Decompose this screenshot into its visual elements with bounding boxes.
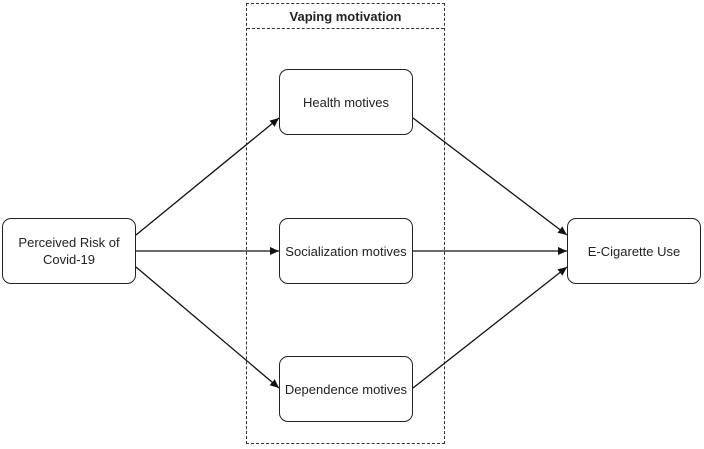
edge-dependence-ecig <box>412 266 568 389</box>
node-dependence-motives: Dependence motives <box>279 356 413 422</box>
node-perceived-risk: Perceived Risk of Covid-19 <box>2 218 136 284</box>
edge-health-ecig <box>412 117 568 236</box>
node-label: Socialization motives <box>285 243 407 259</box>
edge-risk-health <box>135 117 280 236</box>
node-socialization-motives: Socialization motives <box>279 218 413 284</box>
edge-risk-dependence <box>135 266 280 389</box>
group-title: Vaping motivation <box>247 4 444 29</box>
node-label: E-Cigarette Use <box>587 243 681 259</box>
node-label: Health motives <box>303 94 389 110</box>
node-label: Dependence motives <box>284 381 408 397</box>
vaping-motivation-group: Vaping motivation <box>246 3 445 444</box>
node-label: Perceived Risk of Covid-19 <box>18 235 120 267</box>
node-health-motives: Health motives <box>279 69 413 135</box>
node-ecigarette-use: E-Cigarette Use <box>567 218 701 284</box>
